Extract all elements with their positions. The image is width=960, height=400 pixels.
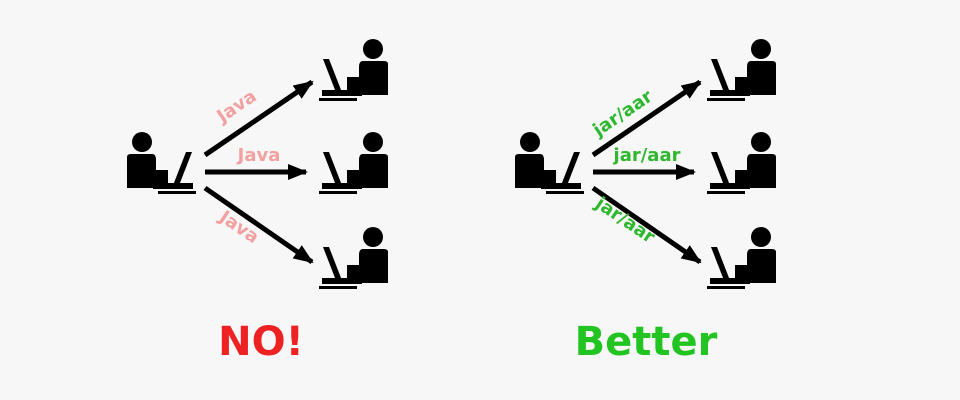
arrow-icon: [591, 79, 702, 158]
receiver-person-icon: [707, 132, 776, 194]
arrow-icon: [203, 185, 314, 265]
edge-label-middle: jar/aar: [613, 145, 681, 166]
receiver-person-icon: [707, 227, 776, 289]
sender-person-icon: [127, 132, 196, 194]
receiver-person-icon: [319, 39, 388, 101]
receiver-person-icon: [319, 227, 388, 289]
right-panel: jar/aar jar/aar jar/aar Better: [515, 39, 776, 365]
verdict-no: NO!: [218, 319, 304, 365]
edge-label-middle: Java: [236, 145, 281, 166]
edge-label-bottom: jar/aar: [591, 192, 659, 247]
arrow-icon: [203, 79, 314, 158]
arrow-icon: [591, 185, 702, 265]
left-panel: Java Java Java NO!: [127, 39, 388, 365]
verdict-better: Better: [575, 319, 718, 365]
receiver-person-icon: [707, 39, 776, 101]
sender-person-icon: [515, 132, 584, 194]
receiver-person-icon: [319, 132, 388, 194]
